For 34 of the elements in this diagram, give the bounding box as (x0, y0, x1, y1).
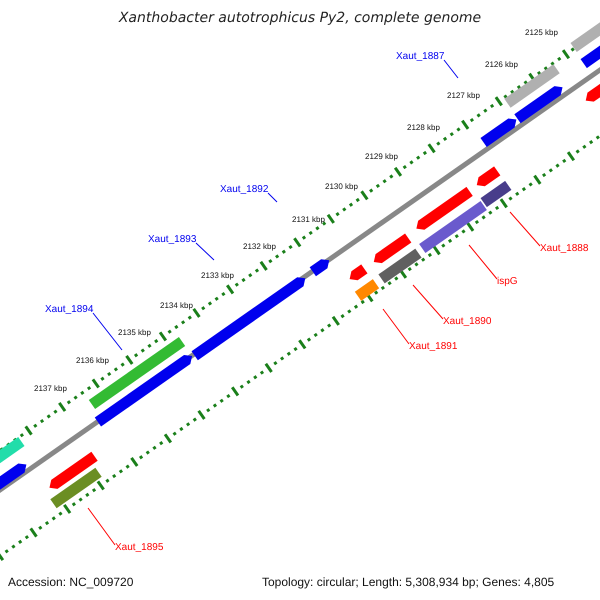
scale-label: 2134 kbp (160, 302, 193, 310)
scale-label: 2132 kbp (243, 243, 276, 251)
gene-name: ispG (497, 277, 518, 287)
genome-info: Accession: NC_009720 (8, 576, 134, 588)
gene-name: Xaut_1891 (409, 342, 458, 352)
scale-label: 2137 kbp (34, 385, 67, 393)
gene-name: Xaut_1893 (148, 235, 196, 245)
scale-label: 2126 kbp (485, 61, 518, 69)
scale-label: 2135 kbp (118, 329, 151, 337)
leader-line (444, 60, 458, 78)
scale-label: 2128 kbp (407, 124, 440, 132)
scale-label: 2127 kbp (447, 92, 480, 100)
scale-label: 2136 kbp (76, 357, 109, 365)
gene-name: Xaut_1895 (115, 543, 164, 553)
genome-info: Topology: circular; Length: 5,308,934 bp; Genes: 4,805 (262, 576, 554, 588)
chart-title: Xanthobacter autotrophicus Py2, complete genome (118, 11, 482, 25)
leader-line (88, 508, 116, 546)
scale-label: 2130 kbp (325, 183, 358, 191)
leader-line (412, 284, 444, 320)
leader-line (92, 312, 122, 350)
gene-name: Xaut_1888 (540, 244, 588, 254)
scale-label: 2129 kbp (365, 153, 398, 161)
gene-name: Xaut_1892 (220, 185, 268, 195)
scale-label: 2131 kbp (292, 216, 325, 224)
leader-line (196, 242, 214, 260)
gene-name: Xaut_1887 (396, 52, 444, 62)
leader-line (382, 308, 410, 344)
leader-line (468, 244, 498, 280)
leader-line (268, 192, 278, 202)
leader-line (510, 212, 540, 246)
scale-label: 2133 kbp (201, 272, 234, 280)
scale-label: 2125 kbp (525, 29, 558, 37)
gene-name: Xaut_1894 (45, 305, 94, 315)
gene-name: Xaut_1890 (443, 317, 492, 327)
